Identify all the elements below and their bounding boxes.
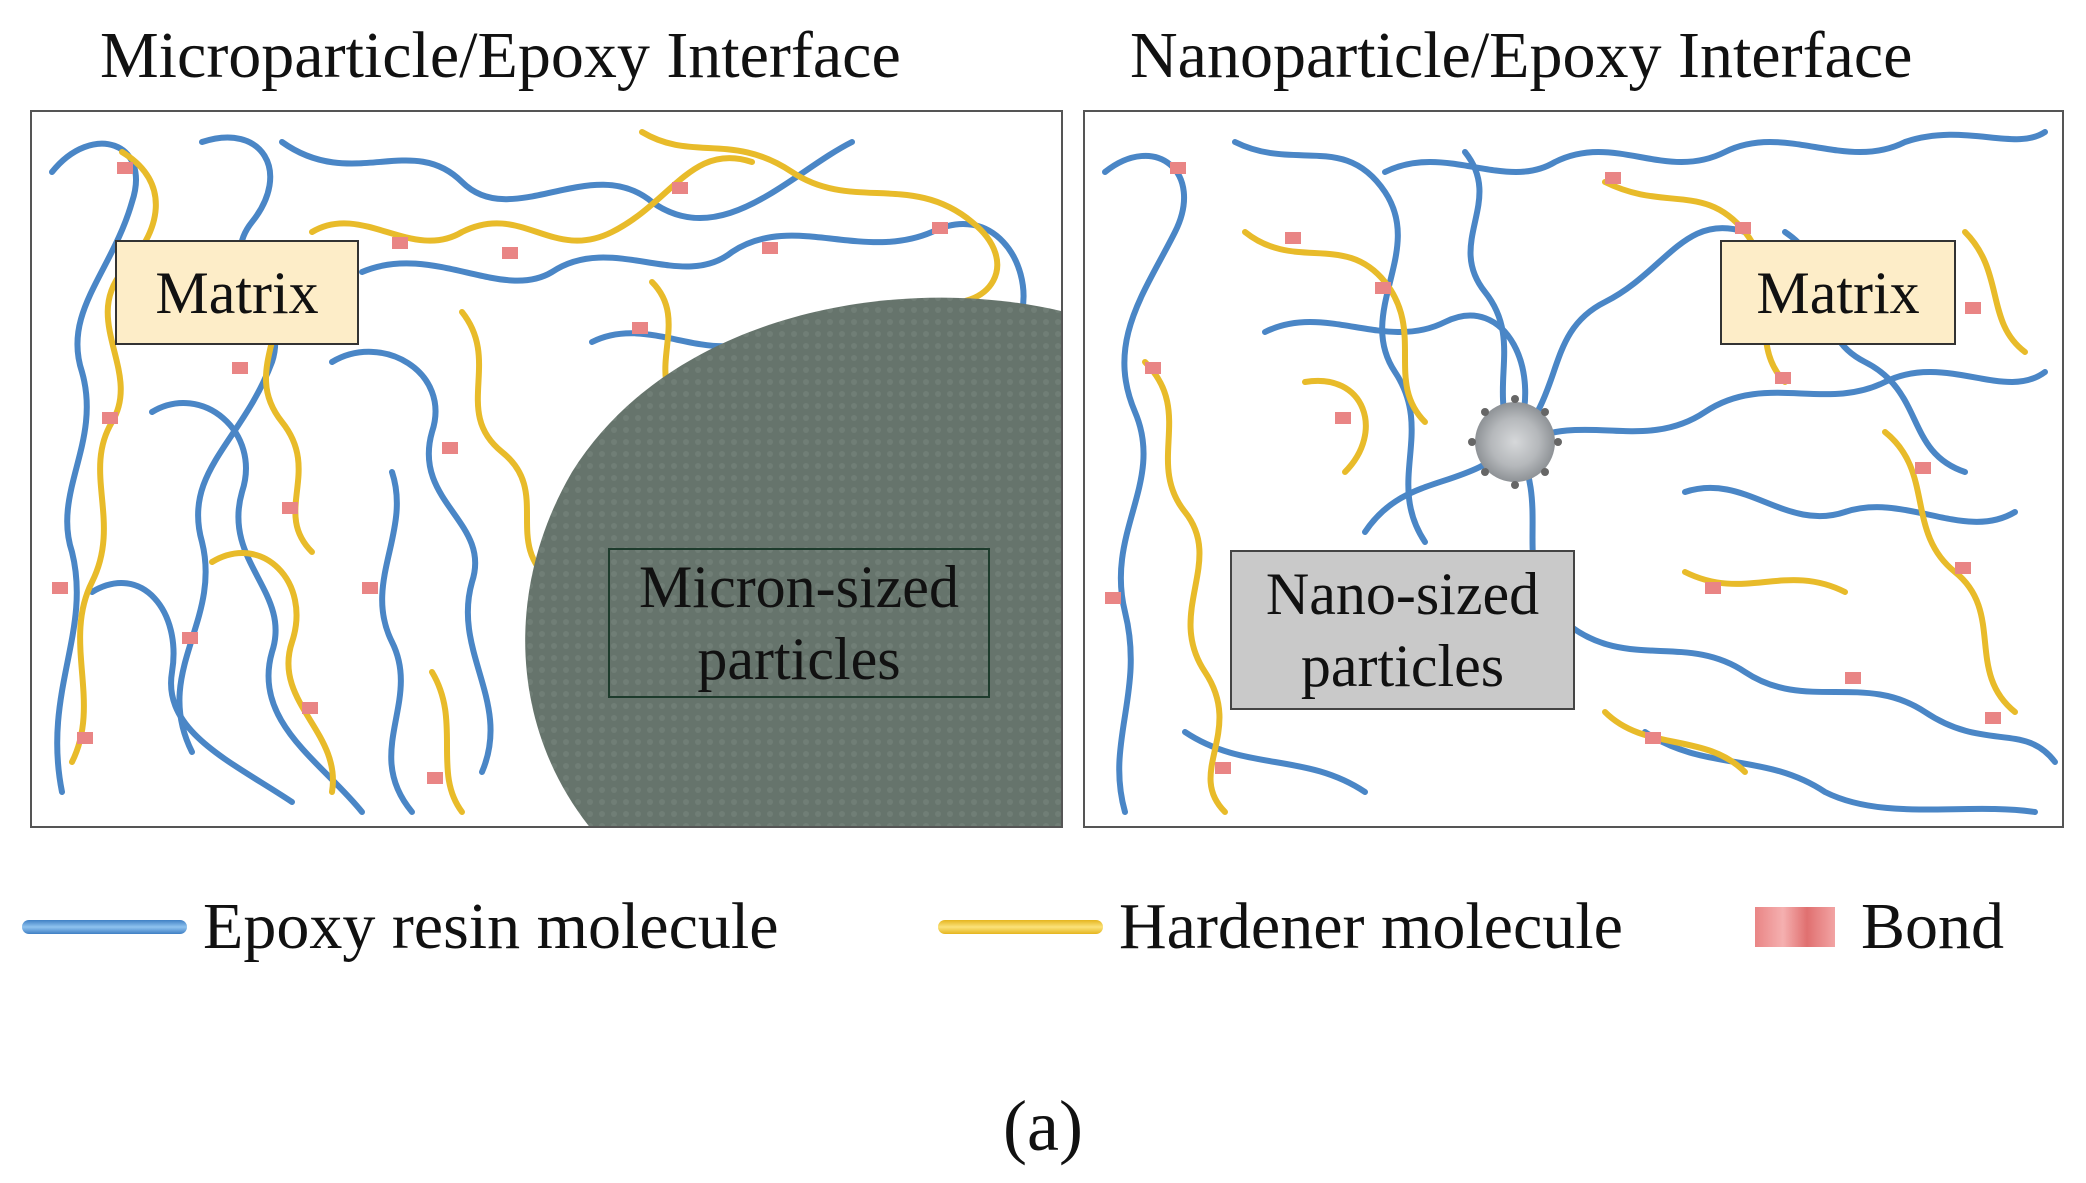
- right-panel-title: Nanoparticle/Epoxy Interface: [1130, 19, 1913, 92]
- legend: Epoxy resin molecule Hardener molecule B…: [0, 882, 2086, 972]
- matrix-label-right: Matrix: [1720, 240, 1956, 345]
- legend-bond: Bond: [1755, 882, 2004, 972]
- hardener-chains: [69, 129, 1001, 815]
- legend-epoxy-label: Epoxy resin molecule: [203, 890, 779, 963]
- legend-hardener-label: Hardener molecule: [1119, 890, 1623, 963]
- microparticle-network: [49, 129, 1061, 826]
- left-panel-title: Microparticle/Epoxy Interface: [100, 19, 901, 92]
- figure-caption: (a): [1003, 1086, 1083, 1166]
- nanoparticle-network: [1102, 129, 2058, 815]
- epoxy-swatch: [22, 920, 187, 934]
- nano-particles-label: Nano-sized particles: [1230, 550, 1575, 710]
- micron-label-line1: Micron-sized: [639, 554, 959, 620]
- matrix-label-left: Matrix: [115, 240, 359, 345]
- legend-epoxy: Epoxy resin molecule: [22, 882, 779, 972]
- hardener-swatch: [938, 920, 1103, 934]
- micron-particles-label: Micron-sized particles: [608, 548, 990, 698]
- nanoparticle-panel: Matrix Nano-sized particles: [1083, 110, 2064, 828]
- bonds-nano: [1105, 162, 2001, 774]
- bonds: [52, 162, 948, 784]
- epoxy-chains: [49, 134, 1027, 815]
- nano-label-line2: particles: [1300, 633, 1505, 699]
- legend-hardener: Hardener molecule: [938, 882, 1623, 972]
- legend-bond-label: Bond: [1861, 890, 2005, 963]
- micron-label-line2: particles: [697, 626, 901, 692]
- microparticle-panel: Matrix Micron-sized particles: [30, 110, 1063, 828]
- bond-swatch: [1755, 907, 1835, 947]
- nano-label-line1: Nano-sized: [1265, 561, 1540, 627]
- micron-particle: [525, 297, 1061, 826]
- nano-particle: [1468, 395, 1562, 489]
